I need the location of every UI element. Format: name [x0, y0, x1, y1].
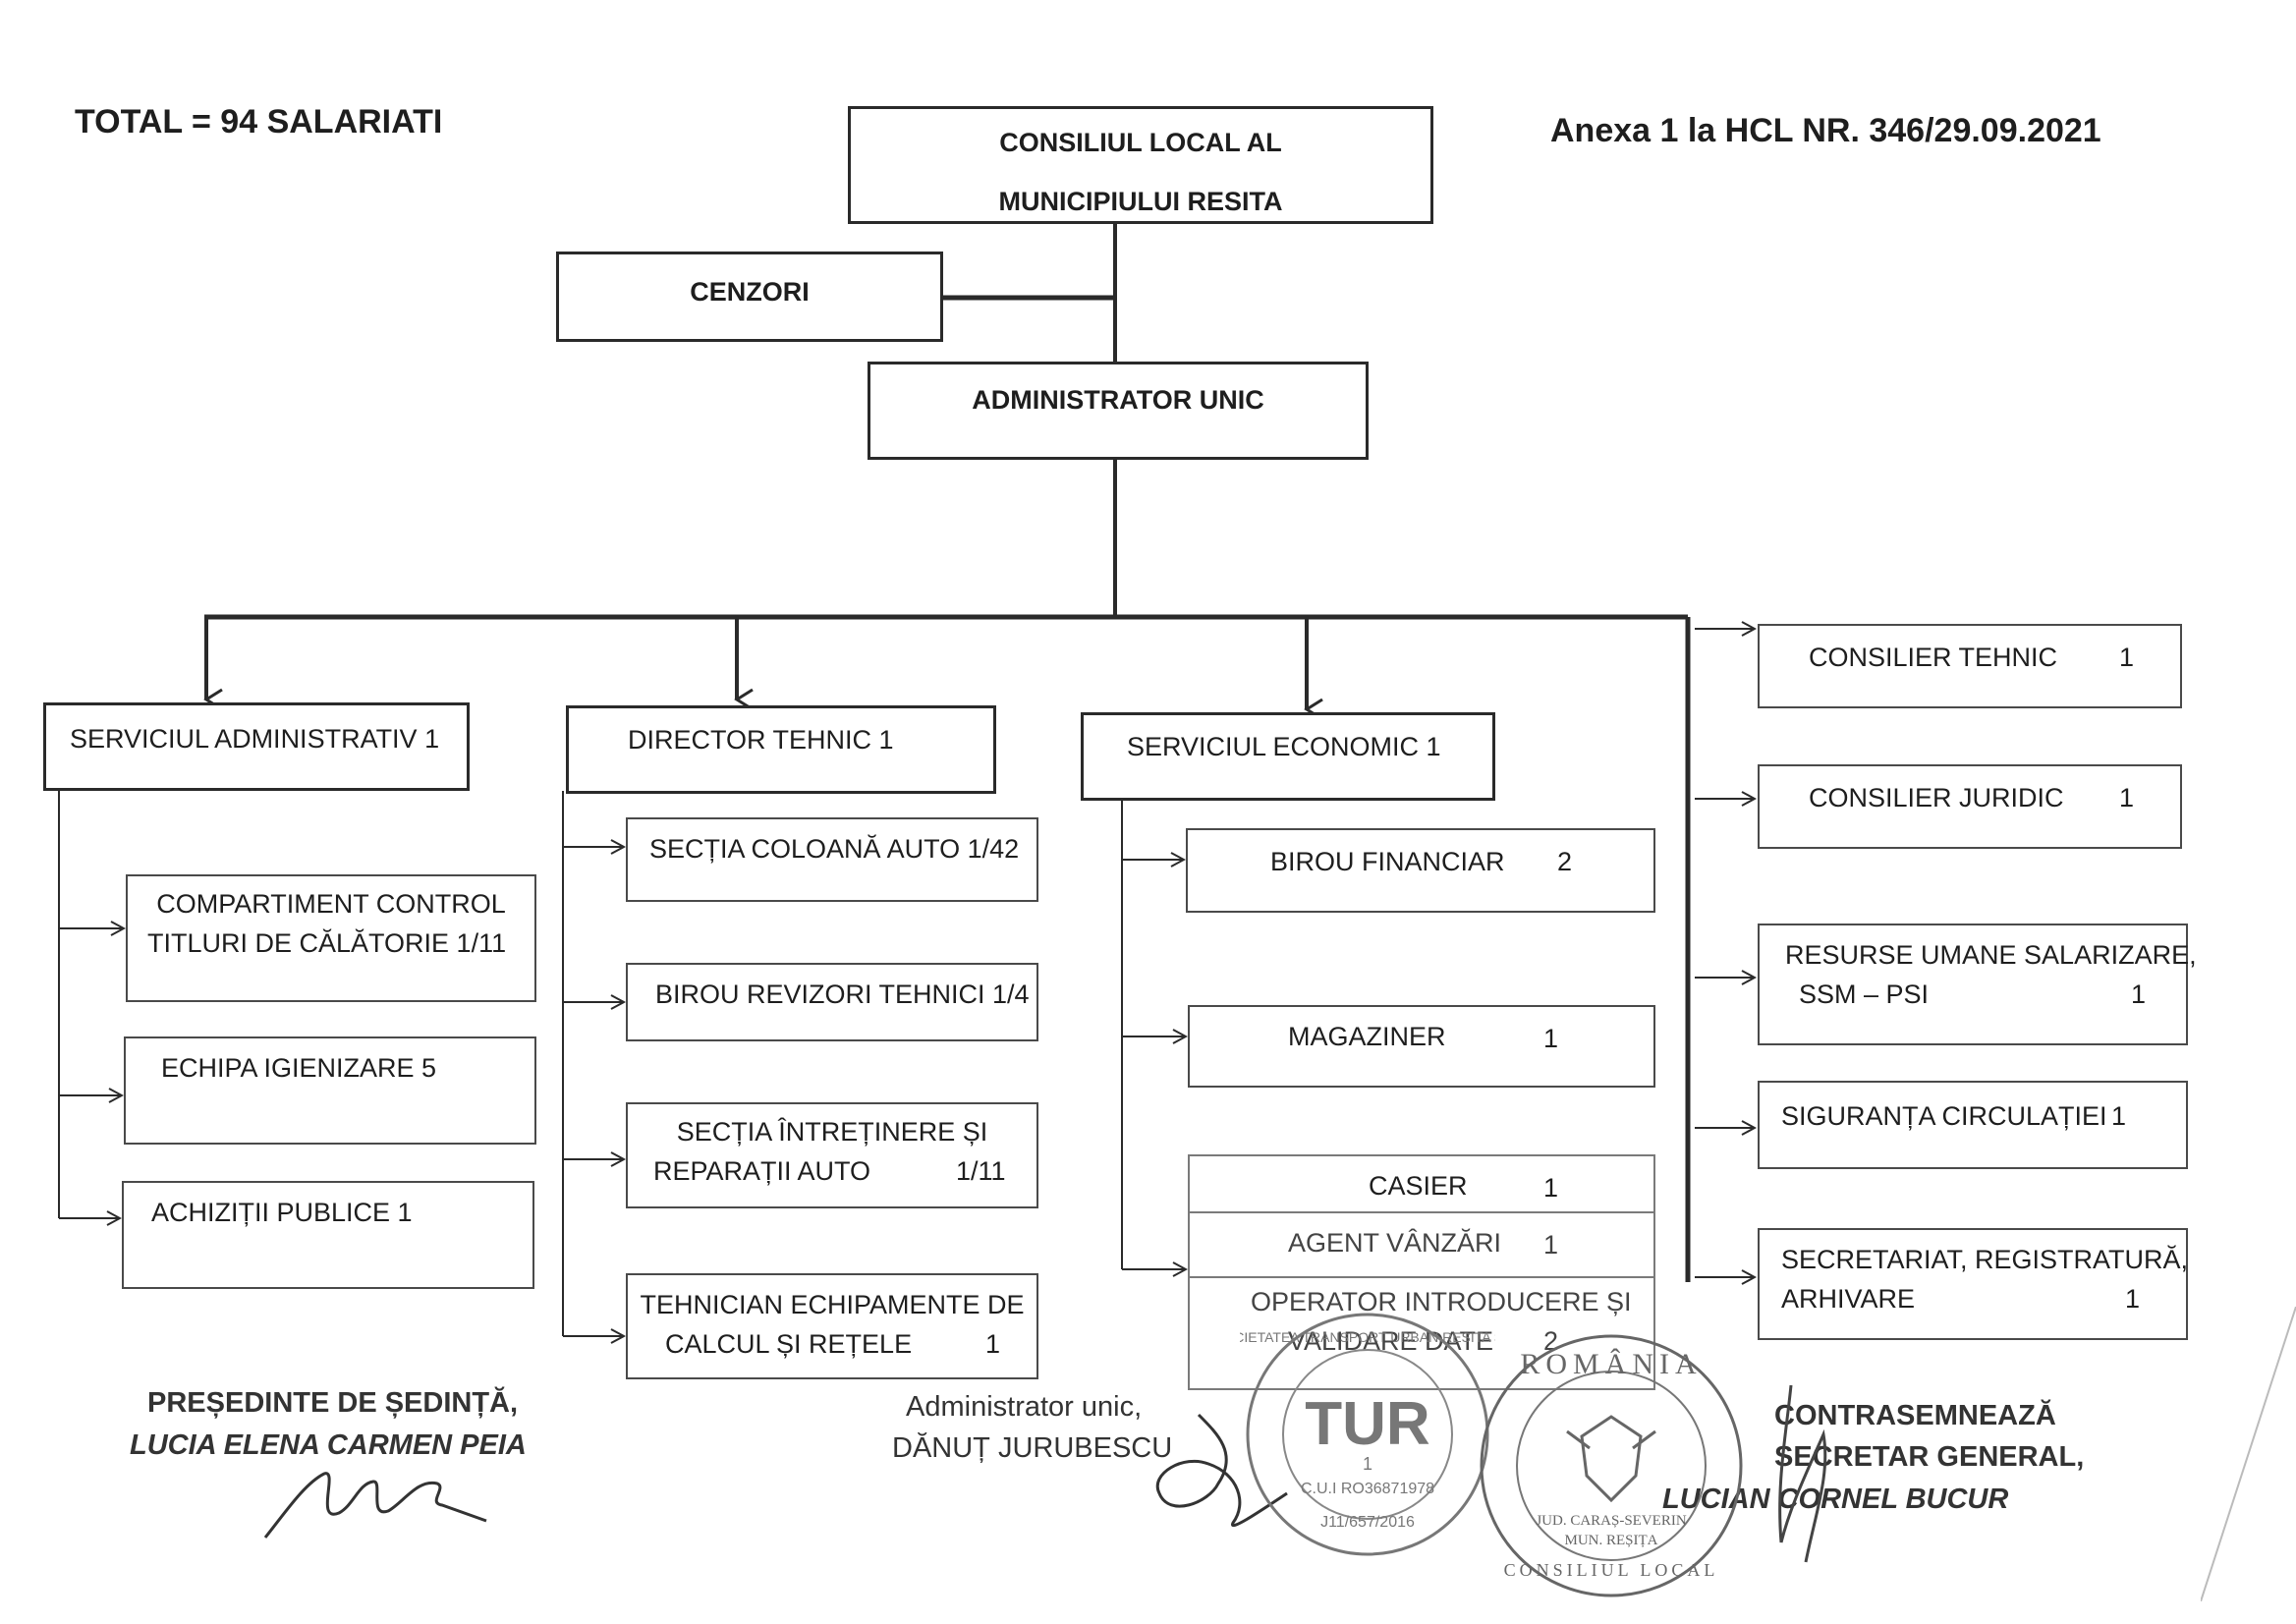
council-stamp-top: ROMÂNIA	[1520, 1348, 1702, 1380]
cenzori-box: CENZORI	[556, 252, 943, 342]
company-stamp-reg: J11/657/2016	[1320, 1514, 1415, 1531]
admin-item-procurement-label: ACHIZIȚII PUBLICE 1	[151, 1198, 413, 1227]
economic-service-title: SERVICIUL ECONOMIC 1	[1127, 732, 1441, 761]
advisor-technical: CONSILIER TEHNIC 1	[1758, 624, 2182, 708]
council-line1: CONSILIUL LOCAL AL	[999, 128, 1282, 157]
annex-reference: Anexa 1 la HCL NR. 346/29.09.2021	[1550, 112, 2101, 149]
tech-item-bus-section: SECȚIA COLOANĂ AUTO 1/42	[626, 817, 1038, 902]
advisor-secretariat-line2: ARHIVARE	[1781, 1284, 1916, 1314]
company-stamp-cui: C.U.I RO36871978	[1301, 1481, 1434, 1497]
admin-item-procurement: ACHIZIȚII PUBLICE 1	[122, 1181, 534, 1289]
advisor-technical-count: 1	[2119, 643, 2135, 672]
company-stamp: TUR 1 C.U.I RO36871978 J11/657/2016 SOCI…	[1240, 1313, 1495, 1556]
technical-director-title: DIRECTOR TEHNIC 1	[628, 725, 894, 755]
admin-item-cleaning-label: ECHIPA IGIENIZARE 5	[161, 1053, 437, 1083]
econ-item-finance-label: BIROU FINANCIAR	[1270, 847, 1505, 876]
econ-group-divider	[1190, 1211, 1653, 1213]
cenzori-label: CENZORI	[690, 277, 810, 307]
advisor-traffic-safety: SIGURANȚA CIRCULAȚIEI 1	[1758, 1081, 2188, 1169]
secretary-name: LUCIAN CORNEL BUCUR	[1662, 1484, 2009, 1515]
advisor-hr: RESURSE UMANE SALARIZARE, SSM – PSI 1	[1758, 924, 2197, 1045]
advisor-hr-count: 1	[2131, 980, 2147, 1009]
tech-item-it-technician-count: 1	[985, 1329, 1001, 1359]
tech-item-it-technician-line1: TEHNICIAN ECHIPAMENTE DE	[640, 1290, 1025, 1319]
econ-item-storekeeper: MAGAZINER 1	[1188, 1005, 1655, 1088]
advisor-hr-line2: SSM – PSI	[1799, 980, 1930, 1009]
econ-item-cashier-label: CASIER	[1369, 1171, 1468, 1201]
econ-item-sales-count: 1	[1543, 1230, 1559, 1260]
company-stamp-logo: TUR	[1305, 1390, 1429, 1458]
tech-item-maintenance-line2: REPARAȚII AUTO	[653, 1156, 871, 1186]
econ-item-cashier-count: 1	[1543, 1173, 1559, 1203]
econ-item-finance: BIROU FINANCIAR 2	[1186, 828, 1655, 913]
secretary-signature	[1778, 1384, 1827, 1563]
tech-item-bus-section-label: SECȚIA COLOANĂ AUTO 1/42	[649, 834, 1020, 864]
council-line2: MUNICIPIULUI RESITA	[998, 187, 1283, 216]
president-signature	[263, 1472, 487, 1539]
economic-service-box: SERVICIUL ECONOMIC 1	[1081, 712, 1495, 801]
advisor-traffic-safety-label: SIGURANȚA CIRCULAȚIEI	[1781, 1101, 2107, 1131]
advisor-technical-label: CONSILIER TEHNIC	[1809, 643, 2058, 672]
page-corner-fold	[2201, 1307, 2296, 1601]
admin-service-title: SERVICIUL ADMINISTRATIV 1	[70, 724, 440, 754]
econ-item-sales-label: AGENT VÂNZĂRI	[1288, 1228, 1502, 1258]
admin-service-box: SERVICIUL ADMINISTRATIV 1	[43, 702, 470, 791]
econ-item-operator-line2: VALIDARE DATE	[1288, 1326, 1494, 1356]
tech-item-maintenance-line1: SECȚIA ÎNTREȚINERE ȘI	[676, 1117, 988, 1147]
advisor-secretariat-line1: SECRETARIAT, REGISTRATURĂ,	[1781, 1245, 2189, 1274]
administrator-signature	[1155, 1413, 1288, 1528]
total-employees: TOTAL = 94 SALARIATI	[75, 103, 443, 140]
company-stamp-number: 1	[1363, 1454, 1372, 1474]
tech-item-maintenance-count: 1/11	[956, 1156, 1006, 1186]
advisor-legal-count: 1	[2119, 783, 2135, 812]
council-box: CONSILIUL LOCAL AL MUNICIPIULUI RESITA	[848, 106, 1433, 224]
advisor-traffic-safety-count: 1	[2111, 1101, 2127, 1131]
coat-of-arms-icon	[1566, 1415, 1656, 1503]
econ-item-finance-count: 2	[1557, 847, 1573, 876]
president-name: LUCIA ELENA CARMEN PEIA	[130, 1429, 527, 1461]
advisor-legal: CONSILIER JURIDIC 1	[1758, 764, 2182, 849]
advisor-secretariat: SECRETARIAT, REGISTRATURĂ, ARHIVARE 1	[1758, 1228, 2188, 1340]
council-stamp-bottom: CONSILIUL LOCAL	[1504, 1560, 1719, 1580]
tech-item-revizori-label: BIROU REVIZORI TEHNICI 1/4	[655, 980, 1030, 1009]
tech-item-maintenance: SECȚIA ÎNTREȚINERE ȘI REPARAȚII AUTO 1/1…	[626, 1102, 1038, 1208]
advisor-secretariat-count: 1	[2125, 1284, 2141, 1314]
administrator-label: ADMINISTRATOR UNIC	[972, 385, 1264, 415]
company-stamp-ring-text: SOCIETATEA TRANSPORT URBAN RESITA SRL	[1240, 1329, 1495, 1345]
council-stamp: ROMÂNIA JUD. CARAȘ-SEVERIN MUN. REȘIȚA C…	[1480, 1334, 1743, 1597]
advisor-hr-line1: RESURSE UMANE SALARIZARE,	[1785, 940, 2197, 970]
countersign-title: CONTRASEMNEAZĂ	[1774, 1400, 2056, 1431]
admin-item-control-line1: COMPARTIMENT CONTROL	[156, 889, 506, 919]
admin-item-control: COMPARTIMENT CONTROL TITLURI DE CĂLĂTORI…	[126, 874, 536, 1002]
econ-items-group: CASIER 1 AGENT VÂNZĂRI 1 OPERATOR INTROD…	[1188, 1154, 1655, 1390]
tech-item-it-technician-line2: CALCUL ȘI REȚELE	[665, 1329, 913, 1359]
council-stamp-left: JUD. CARAȘ-SEVERIN	[1536, 1513, 1687, 1529]
econ-item-storekeeper-count: 1	[1543, 1024, 1559, 1053]
technical-director-box: DIRECTOR TEHNIC 1	[566, 705, 996, 794]
econ-group-divider	[1190, 1276, 1653, 1278]
tech-item-revizori: BIROU REVIZORI TEHNICI 1/4	[626, 963, 1038, 1041]
admin-item-control-line2: TITLURI DE CĂLĂTORIE 1/11	[147, 928, 507, 958]
admin-item-cleaning: ECHIPA IGIENIZARE 5	[124, 1036, 536, 1145]
advisor-legal-label: CONSILIER JURIDIC	[1809, 783, 2064, 812]
president-title: PREȘEDINTE DE ȘEDINȚĂ,	[147, 1387, 519, 1419]
administrator-signature-name: DĂNUȚ JURUBESCU	[892, 1432, 1173, 1464]
econ-item-storekeeper-label: MAGAZINER	[1288, 1022, 1446, 1051]
tech-item-it-technician: TEHNICIAN ECHIPAMENTE DE CALCUL ȘI REȚEL…	[626, 1273, 1038, 1379]
council-stamp-right: MUN. REȘIȚA	[1564, 1533, 1657, 1548]
econ-item-operator-line1: OPERATOR INTRODUCERE ȘI	[1251, 1287, 1632, 1316]
administrator-box: ADMINISTRATOR UNIC	[868, 362, 1369, 460]
administrator-signature-title: Administrator unic,	[906, 1391, 1143, 1423]
